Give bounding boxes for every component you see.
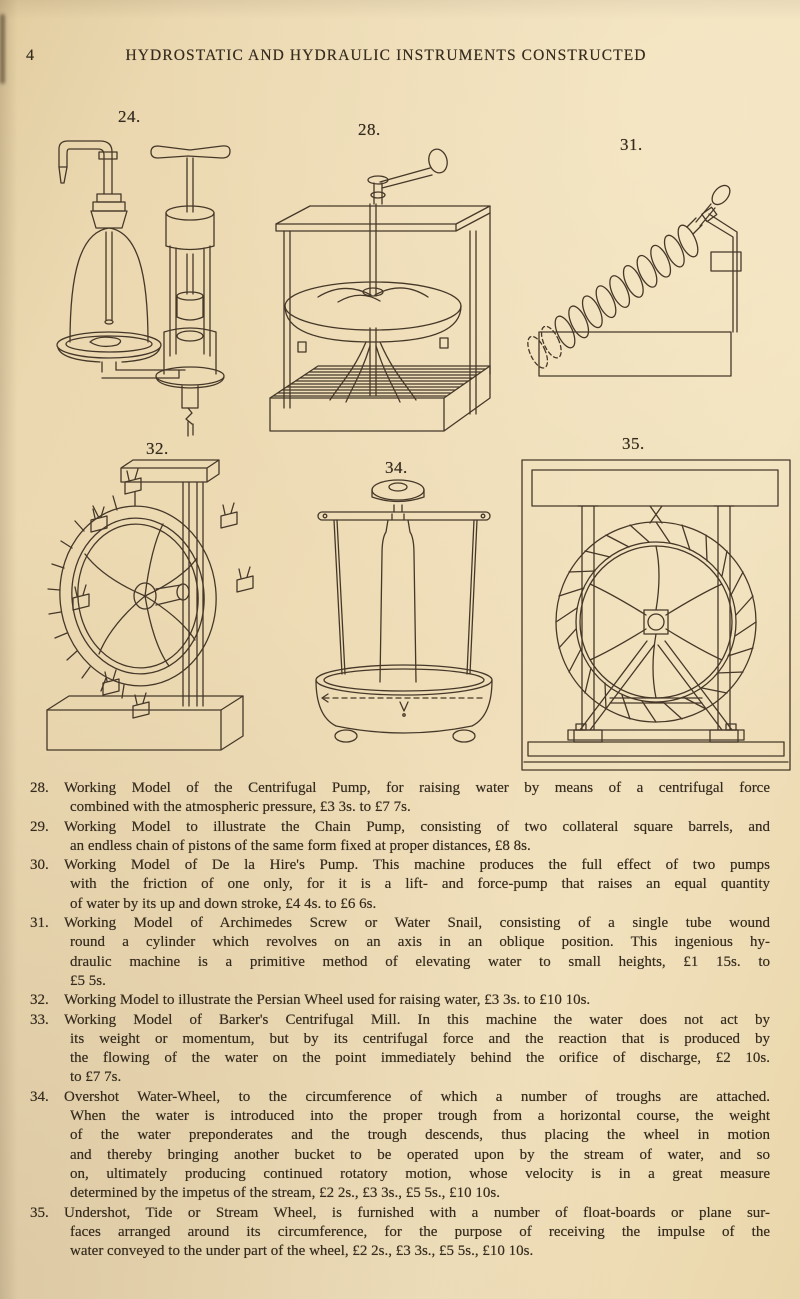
catalog-line: £5 5s. [70,972,106,989]
catalog-line: 35. Undershot, Tide or Stream Wheel, is f… [30,1204,770,1223]
catalog-line: When the water is introduced into the pr… [70,1108,770,1125]
figure-24-label: 24. [118,107,141,126]
catalog-line: 30. Working Model of De la Hire's Pump. T… [30,856,770,875]
item-number: 34. [30,1088,49,1105]
item-number: 35. [30,1204,49,1221]
catalog-text: Working Model of Barker's Centrifugal Mi… [64,1011,770,1028]
catalog-line: determined by the impetus of the stream,… [70,1185,500,1202]
catalog-line: water conveyed to the under part of the … [70,1243,534,1260]
figure-34-label: 34. [385,458,408,477]
catalog-line: round a cylinder which revolves on an ax… [70,934,770,951]
page-number: 4 [26,47,34,64]
item-number: 32. [30,992,49,1009]
catalog-text: Working Model to illustrate the Chain Pu… [64,818,770,835]
catalog-line: the flowing of the water on the point im… [70,1050,770,1067]
item-number: 29. [30,818,49,835]
catalog-line: its weight or momentum, but by its centr… [70,1030,770,1047]
catalog-line: to £7 7s. [70,1069,122,1086]
catalog-line: 29. Working Model to illustrate the Chain… [30,818,770,837]
item-number: 33. [30,1011,49,1028]
catalog-text: Undershot, Tide or Stream Wheel, is furn… [64,1204,770,1221]
catalog-line: with the friction of one only, for it is… [70,876,770,893]
catalog-text: Overshot Water-Wheel, to the circumferen… [64,1088,770,1105]
catalog-line: faces arranged around its circumference,… [70,1223,770,1240]
catalog-line: of the water preponderates and the troug… [70,1127,770,1144]
figure-28-label: 28. [358,120,381,139]
scan-edge-artifact [0,14,5,84]
item-number: 28. [30,780,49,796]
figure-35-label: 35. [622,434,645,453]
catalog-line: 34. Overshot Water-Wheel, to the circumfe… [30,1088,770,1107]
catalog-line: 28. Working Model of the Centrifugal Pump… [30,779,770,798]
figure-31-label: 31. [620,135,643,154]
figure-34-illustration [315,479,493,743]
page-title: HYDROSTATIC AND HYDRAULIC INSTRUMENTS CO… [125,47,647,64]
item-number: 31. [30,915,49,932]
catalog-list: 28. Working Model of the Centrifugal Pump… [30,779,770,1261]
catalog-line: combined with the atmospheric pressure, … [70,799,411,816]
catalog-line: an endless chain of pistons of the same … [70,837,531,854]
figure-24-illustration [56,140,231,437]
catalog-line: on, ultimately producing continued rotat… [70,1165,770,1182]
figure-31-illustration [527,184,742,377]
catalog-line: and thereby bringing another bucket to b… [70,1146,770,1163]
catalog-line: of water by its up and down stroke, £4 4… [70,895,377,912]
figure-35-illustration [521,459,791,771]
catalog-text: Working Model of the Centrifugal Pump, f… [64,780,770,796]
catalog-text: Working Model to illustrate the Persian … [64,992,591,1009]
catalog-text: Working Model of Archimedes Screw or Wat… [64,915,770,932]
catalog-text: Working Model of De la Hire's Pump. This… [64,857,770,874]
catalog-line: 31. Working Model of Archimedes Screw or … [30,914,770,933]
figure-32-label: 32. [146,439,169,458]
figure-32-illustration [46,459,254,751]
catalog-line: 32. Working Model to illustrate the Persi… [30,991,770,1010]
catalog-line: draulic machine is a primitive method of… [70,953,770,970]
catalog-line: 33. Working Model of Barker's Centrifugal… [30,1011,770,1030]
figure-28-illustration [269,148,491,432]
item-number: 30. [30,857,49,874]
